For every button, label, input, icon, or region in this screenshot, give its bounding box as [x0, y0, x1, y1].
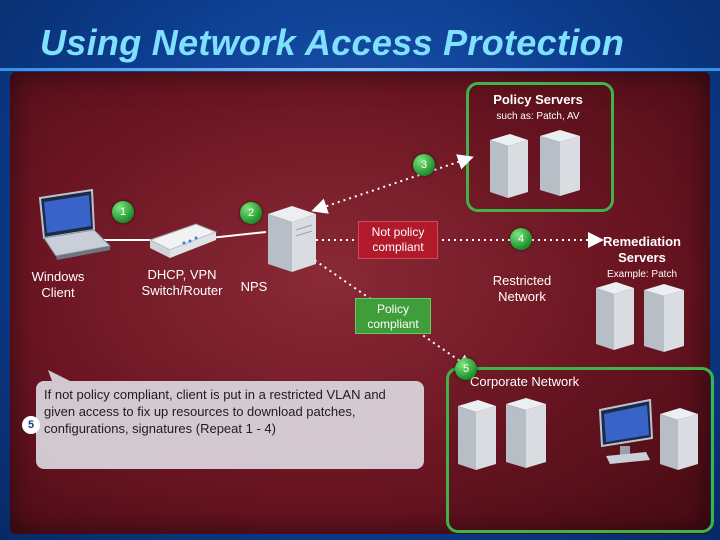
callout-box: If not policy compliant, client is put i… — [36, 381, 424, 469]
restricted-network-label: Restricted Network — [492, 273, 552, 304]
policy-servers-title: Policy Servers — [493, 92, 583, 107]
link-switch-nps — [209, 231, 267, 239]
page-title: Using Network Access Protection — [40, 22, 625, 63]
callout-text: If not policy compliant, client is put i… — [44, 387, 386, 436]
step-4-badge: 4 — [510, 228, 532, 250]
step-1-badge: 1 — [112, 201, 134, 223]
server-icon — [458, 400, 496, 470]
callout-step-number: 5 — [22, 416, 40, 434]
step-2-badge: 2 — [240, 202, 262, 224]
step-3-badge: 3 — [413, 154, 435, 176]
not-compliant-tag: Not policy compliant — [358, 221, 438, 259]
nps-label: NPS — [240, 279, 268, 294]
windows-client-label: Windows Client — [31, 269, 85, 300]
server-icon — [596, 282, 634, 350]
server-icon — [490, 134, 528, 198]
monitor-icon — [598, 398, 654, 464]
corporate-network-label: Corporate Network — [470, 374, 580, 389]
remediation-subtitle: Example: Patch — [606, 269, 678, 280]
server-icon — [506, 398, 546, 468]
remediation-title: Remediation Servers — [602, 234, 681, 265]
step-5-badge: 5 — [455, 358, 477, 380]
compliant-tag: Policy compliant — [355, 298, 431, 334]
callout-pointer — [48, 370, 70, 381]
server-icon — [660, 408, 698, 470]
server-icon — [540, 130, 580, 196]
title-underline — [0, 68, 720, 71]
policy-servers-subtitle: such as: Patch, AV — [496, 111, 580, 122]
switch-label: DHCP, VPN Switch/Router — [141, 267, 223, 298]
server-icon — [644, 284, 684, 352]
